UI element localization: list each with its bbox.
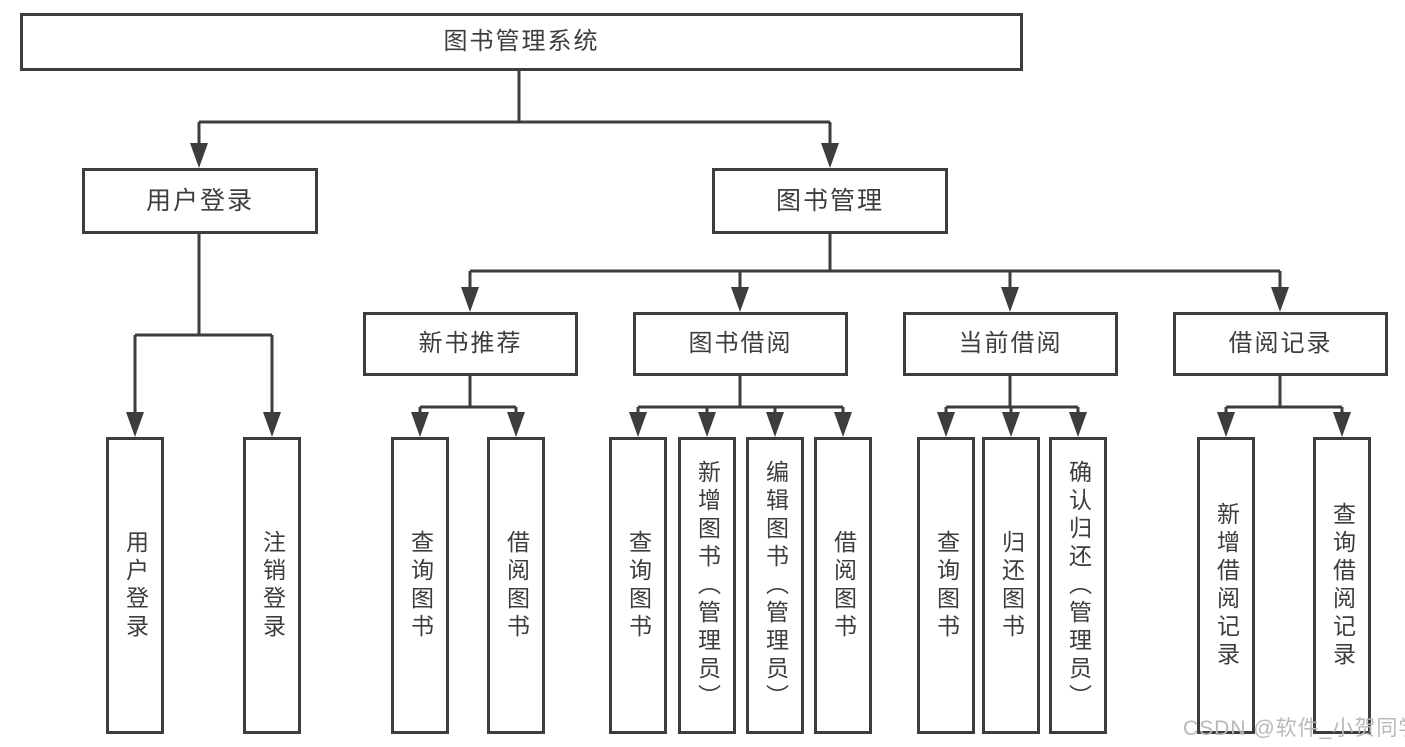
leaf-borrow-books: 借阅图书: [814, 437, 872, 734]
leaf-user-login: 用户登录: [106, 437, 164, 734]
leaf-edit-book-admin: 编辑图书（管理员）: [746, 437, 804, 734]
leaf-query-books: 查询图书: [917, 437, 975, 734]
leaf-logout: 注销登录: [243, 437, 301, 734]
node-borrow-records: 借阅记录: [1173, 312, 1388, 376]
leaf-query-books: 查询图书: [391, 437, 449, 734]
node-new-book-recommend: 新书推荐: [363, 312, 578, 376]
leaf-add-book-admin: 新增图书（管理员）: [678, 437, 736, 734]
node-user-login: 用户登录: [82, 168, 318, 234]
leaf-query-borrow-record: 查询借阅记录: [1313, 437, 1371, 734]
leaf-confirm-return-admin: 确认归还（管理员）: [1049, 437, 1107, 734]
node-book-borrow: 图书借阅: [633, 312, 848, 376]
leaf-add-borrow-record: 新增借阅记录: [1197, 437, 1255, 734]
leaf-borrow-books: 借阅图书: [487, 437, 545, 734]
node-root-system: 图书管理系统: [20, 13, 1023, 71]
csdn-watermark: CSDN @软件_小贺同学: [1183, 717, 1405, 740]
leaf-return-books: 归还图书: [982, 437, 1040, 734]
node-current-borrow: 当前借阅: [903, 312, 1118, 376]
leaf-query-books: 查询图书: [609, 437, 667, 734]
node-book-management: 图书管理: [712, 168, 948, 234]
